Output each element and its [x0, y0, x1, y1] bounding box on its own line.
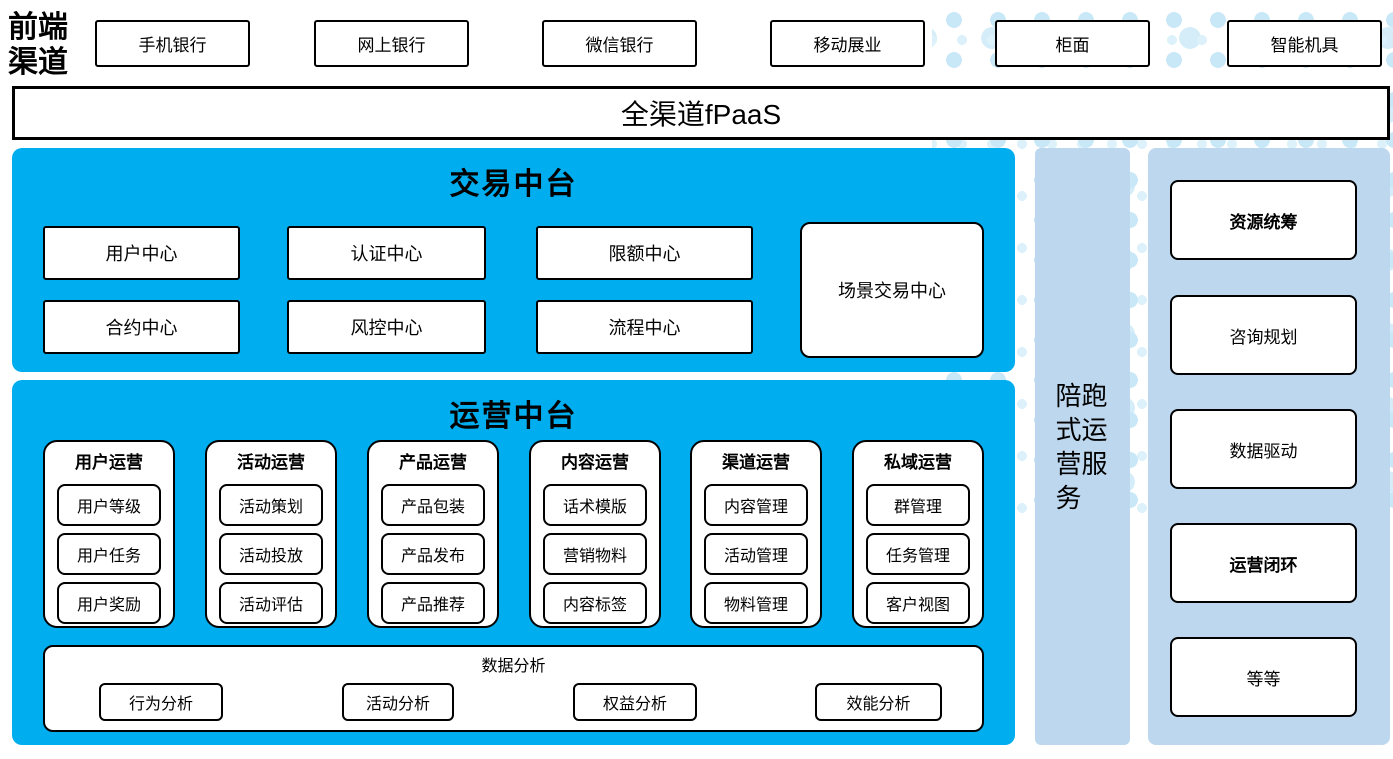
- channel-label: 微信银行: [585, 36, 654, 55]
- service-box-resource-planning: 资源统筹: [1170, 180, 1357, 260]
- frontend-channels-label: 前端渠道: [8, 11, 68, 80]
- channel-box-online-banking: 网上银行: [314, 20, 469, 67]
- center-box-label: 合约中心: [105, 318, 178, 338]
- service-label: 咨询规划: [1229, 327, 1298, 347]
- service-box-operation-loop: 运营闭环: [1170, 523, 1357, 603]
- channel-label: 网上银行: [357, 36, 426, 55]
- center-box-label: 用户中心: [105, 244, 178, 264]
- ops-item: 内容标签: [543, 582, 647, 624]
- ops-column-title: 渠道运营: [722, 453, 790, 472]
- ops-item: 用户奖励: [57, 582, 161, 624]
- ops-item: 营销物料: [543, 533, 647, 575]
- ops-item: 物料管理: [704, 582, 808, 624]
- data-analysis-box: 数据分析 行为分析 活动分析 权益分析 效能分析: [43, 645, 984, 732]
- ops-item: 用户任务: [57, 533, 161, 575]
- center-box-label: 流程中心: [608, 318, 681, 338]
- ops-item: 内容管理: [704, 484, 808, 526]
- channel-label: 移动展业: [813, 36, 882, 55]
- ops-item: 活动管理: [704, 533, 808, 575]
- ops-column-title: 产品运营: [399, 453, 467, 472]
- analysis-item-behavior: 行为分析: [99, 683, 223, 721]
- service-label: 等等: [1246, 669, 1281, 689]
- analysis-item-activity: 活动分析: [342, 683, 454, 721]
- center-box-label: 认证中心: [350, 244, 423, 264]
- ops-item: 产品发布: [381, 533, 485, 575]
- center-box-scene-transaction: 场景交易中心: [800, 222, 984, 358]
- service-box-consulting: 咨询规划: [1170, 295, 1357, 375]
- transaction-platform-title: 交易中台: [449, 168, 578, 201]
- ops-column-channel: 渠道运营 内容管理 活动管理 物料管理: [690, 440, 822, 628]
- center-box-label: 限额中心: [608, 244, 681, 264]
- fpaas-label: 全渠道fPaaS: [620, 99, 782, 130]
- operation-platform-title: 运营中台: [449, 400, 578, 433]
- service-items-panel: 资源统筹 咨询规划 数据驱动 运营闭环 等等: [1148, 148, 1390, 745]
- ops-column-activity: 活动运营 活动策划 活动投放 活动评估: [205, 440, 337, 628]
- channel-label: 智能机具: [1270, 36, 1339, 55]
- service-box-data-driven: 数据驱动: [1170, 409, 1357, 489]
- ops-item: 用户等级: [57, 484, 161, 526]
- center-box-process: 流程中心: [536, 300, 753, 354]
- ops-item: 客户视图: [866, 582, 970, 624]
- center-box-risk: 风控中心: [287, 300, 486, 354]
- ops-item: 群管理: [866, 484, 970, 526]
- accompany-service-label: 陪跑式运营服务: [1055, 380, 1108, 513]
- ops-column-title: 用户运营: [75, 453, 143, 472]
- center-box-limit: 限额中心: [536, 226, 753, 280]
- analysis-item-efficiency: 效能分析: [815, 683, 942, 721]
- operation-platform-section: 运营中台 用户运营 用户等级 用户任务 用户奖励 活动运营 活动策划 活动投放 …: [12, 380, 1015, 745]
- service-box-etc: 等等: [1170, 637, 1357, 717]
- center-box-user: 用户中心: [43, 226, 240, 280]
- ops-item: 话术模版: [543, 484, 647, 526]
- center-box-label: 风控中心: [350, 318, 423, 338]
- channel-box-mobile-outreach: 移动展业: [770, 20, 925, 67]
- ops-item: 活动投放: [219, 533, 323, 575]
- analysis-label: 行为分析: [128, 696, 193, 713]
- ops-column-title: 私域运营: [884, 453, 952, 472]
- center-box-auth: 认证中心: [287, 226, 486, 280]
- service-label: 数据驱动: [1229, 441, 1298, 461]
- ops-item: 产品包装: [381, 484, 485, 526]
- analysis-item-benefit: 权益分析: [573, 683, 697, 721]
- data-analysis-title: 数据分析: [481, 658, 546, 675]
- ops-column-private-domain: 私域运营 群管理 任务管理 客户视图: [852, 440, 984, 628]
- ops-column-content: 内容运营 话术模版 营销物料 内容标签: [529, 440, 661, 628]
- ops-column-title: 活动运营: [237, 453, 305, 472]
- service-label: 运营闭环: [1229, 555, 1298, 575]
- channel-box-smart-devices: 智能机具: [1227, 20, 1382, 67]
- channel-box-counter: 柜面: [995, 20, 1150, 67]
- channel-box-mobile-banking: 手机银行: [95, 20, 250, 67]
- analysis-label: 活动分析: [365, 696, 430, 713]
- ops-item: 活动策划: [219, 484, 323, 526]
- center-box-contract: 合约中心: [43, 300, 240, 354]
- ops-column-title: 内容运营: [561, 453, 629, 472]
- channel-label: 柜面: [1055, 36, 1090, 55]
- ops-column-user: 用户运营 用户等级 用户任务 用户奖励: [43, 440, 175, 628]
- ops-item: 任务管理: [866, 533, 970, 575]
- ops-column-product: 产品运营 产品包装 产品发布 产品推荐: [367, 440, 499, 628]
- channel-label: 手机银行: [138, 36, 207, 55]
- accompany-service-bar: 陪跑式运营服务: [1035, 148, 1130, 745]
- center-box-label: 场景交易中心: [838, 281, 946, 301]
- transaction-platform-section: 交易中台 用户中心 认证中心 限额中心 合约中心 风控中心 流程中心 场景交易中…: [12, 148, 1015, 372]
- omnichannel-fpaas-bar: 全渠道fPaaS: [12, 86, 1390, 140]
- service-label: 资源统筹: [1229, 212, 1298, 232]
- channel-box-wechat-banking: 微信银行: [542, 20, 697, 67]
- analysis-label: 效能分析: [846, 696, 911, 713]
- ops-item: 活动评估: [219, 582, 323, 624]
- ops-item: 产品推荐: [381, 582, 485, 624]
- analysis-label: 权益分析: [602, 696, 667, 713]
